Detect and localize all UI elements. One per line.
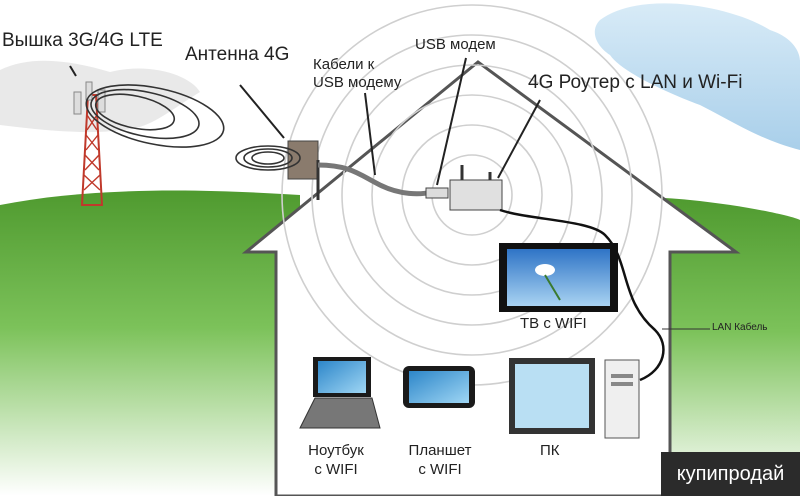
usb-modem-label: USB модем — [415, 36, 496, 53]
tv-icon — [499, 243, 618, 312]
lan-cable-label: LAN Кабель — [712, 322, 768, 333]
router-icon — [449, 165, 503, 211]
tower-waves — [85, 84, 225, 148]
antenna-label: Антенна 4G — [185, 44, 290, 65]
antenna-icon — [239, 84, 320, 200]
grass — [0, 190, 300, 496]
lan-cable — [499, 208, 665, 382]
pc-label: ПК — [540, 442, 560, 459]
watermark: купипродай — [661, 452, 800, 496]
usb-cable — [317, 162, 433, 197]
laptop-label-line2: с WIFI — [314, 461, 358, 478]
laptop-icon — [299, 357, 381, 429]
tablet-label-line2: с WIFI — [418, 461, 462, 478]
tower-label: Вышка 3G/4G LTE — [2, 30, 163, 51]
usb-modem-icon — [425, 187, 449, 199]
cables-label-line2: USB модему — [313, 74, 402, 91]
cables-label-line1: Кабели к — [313, 56, 375, 73]
antenna-waves — [235, 145, 301, 171]
sky-right — [594, 3, 800, 150]
tablet-icon — [403, 366, 475, 408]
pc-icon — [509, 358, 640, 439]
laptop-label-line1: Ноутбук — [308, 442, 364, 459]
router-label: 4G Роутер с LAN и Wi-Fi — [528, 72, 743, 93]
tv-label: ТВ с WIFI — [520, 315, 587, 332]
tablet-label-line1: Планшет — [408, 442, 472, 459]
wifi-waves — [281, 4, 663, 386]
